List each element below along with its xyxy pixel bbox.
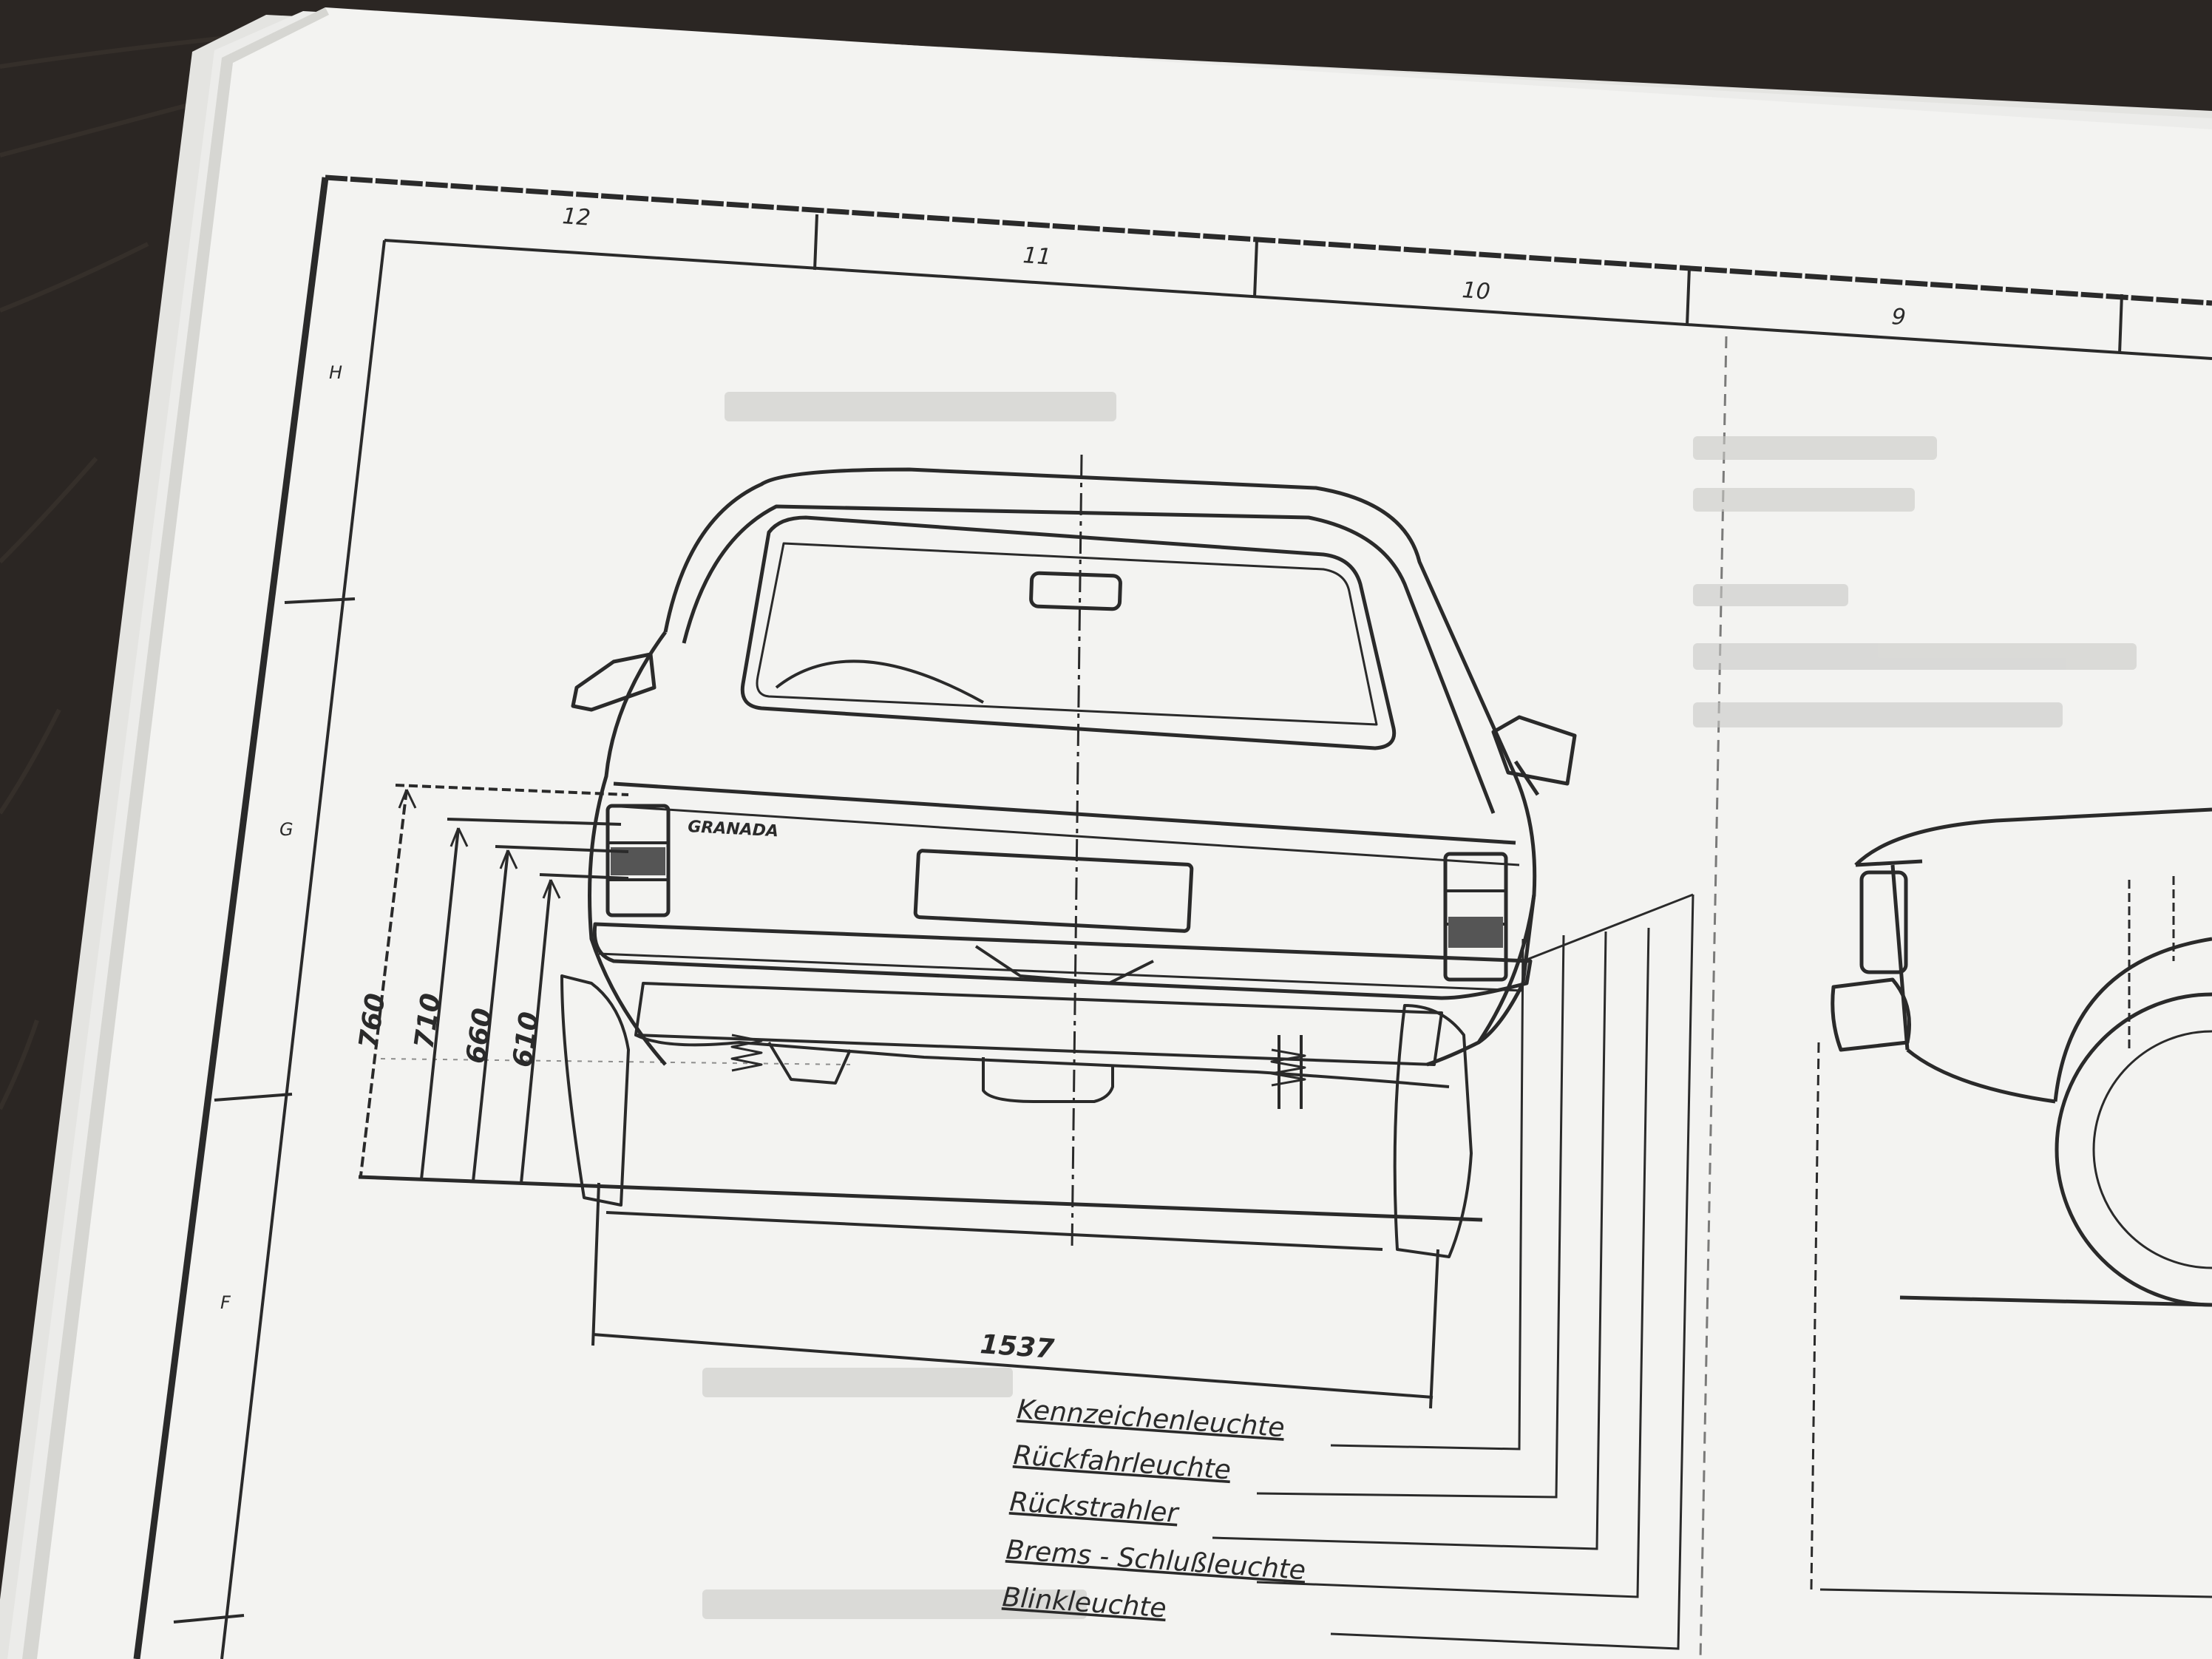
column-number-10: 10 [1461,277,1491,305]
column-number-9: 9 [1890,304,1906,330]
side-view-wheel [2055,992,2212,1307]
paper-edge-shadow [22,7,329,1659]
row-letters: H G F [220,362,342,1313]
lamp-leader-lines [1212,893,1694,1650]
car-roof-inner [682,504,1496,814]
paper-sheet-top [22,7,2212,1659]
car-tailgate [613,781,1516,845]
bleed-through-text [702,392,2137,1619]
car-license-plate [913,849,1194,933]
ground-line [358,1175,1483,1222]
height-dimensions [359,784,629,1184]
dim-line-610 [520,879,552,1184]
column-numbers: 12 11 10 9 [561,203,1906,330]
frame-outer-top [325,174,2212,306]
car-rear-valance [634,982,1443,1066]
column-number-12: 12 [561,203,591,231]
frame-inner-top [384,239,2212,360]
car-centerline [1071,454,1083,1250]
car-right-tail-light [1443,852,1508,982]
side-view-tail-light [1859,870,1908,974]
column-number-11: 11 [1022,242,1052,271]
car-bumper [592,922,1533,1000]
car-left-mirror [571,652,657,712]
row-letter-h: H [329,362,342,383]
row-letter-f: F [220,1292,231,1313]
car-differential [982,1057,1114,1103]
car-rear-window [740,515,1397,750]
row-letter-g: G [279,819,294,840]
car-right-spring [1270,1048,1306,1087]
side-view-wheel-arch [2053,937,2212,1102]
car-side-view-partial [1810,807,2212,1598]
track-width-label: 1537 [979,1329,1055,1365]
car-interior-mirror [1029,571,1122,611]
dim-line-760 [359,789,408,1176]
car-rear-view [358,467,1577,1258]
car-right-wheel [1393,1004,1473,1258]
car-left-spring [730,1034,763,1072]
side-view-ground-line [1899,1295,2212,1307]
dim-line-710 [420,827,460,1180]
car-right-mirror [1491,715,1577,786]
track-width-dimension [591,1182,1439,1409]
car-left-tail-light [605,804,671,917]
car-steering-wheel [775,659,984,704]
frame-inner-left [220,240,386,1659]
side-view-roofline [1854,807,2212,866]
car-right-side [1426,894,1536,1067]
car-left-side [588,631,668,1066]
dim-line-660 [472,849,509,1182]
drawing-frame [133,174,2212,1659]
car-rear-axle [635,1034,1450,1088]
frame-outer-left [133,177,329,1659]
car-left-wheel [560,974,630,1207]
car-rear-window-inner [756,542,1378,726]
